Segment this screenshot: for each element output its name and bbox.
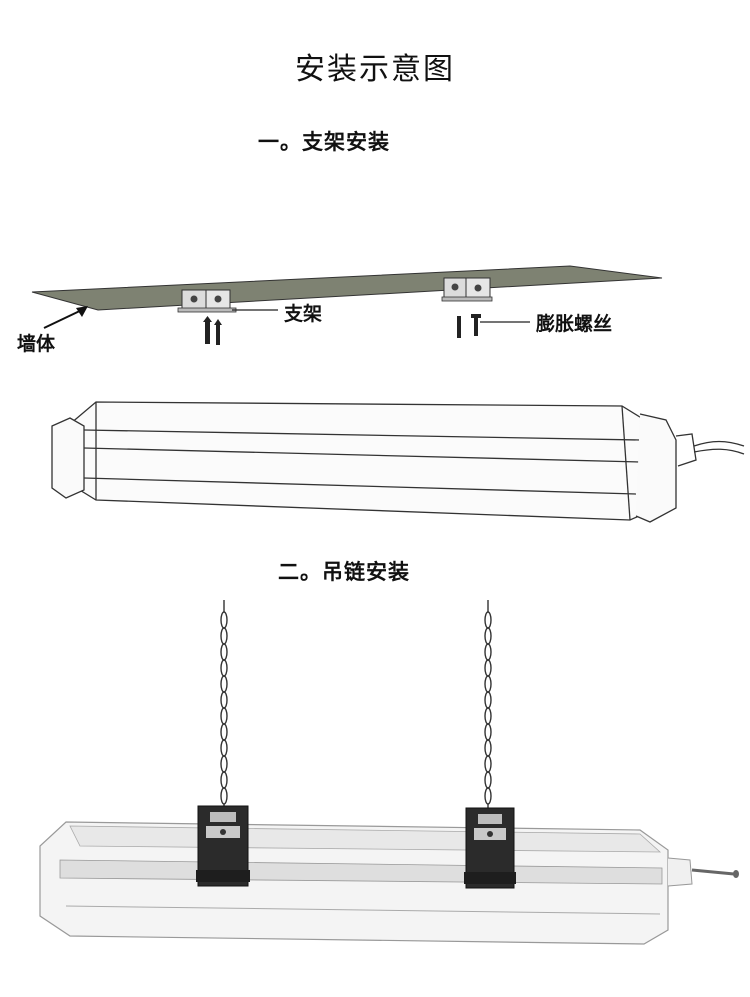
clip-right [464,807,516,889]
callout-wall: 墙体 [17,333,56,355]
bracket-left [177,289,237,313]
page-title: 安装示意图 [295,52,455,87]
section-heading-chain-install: 二。吊链安装 [278,560,410,584]
light-fixture-bracket-mounted [51,401,745,523]
bracket-right [441,277,493,302]
light-fixture-chain-hung [39,821,739,945]
expansion-screws-right [457,314,481,338]
expansion-screws-left [203,316,222,345]
wall-arrow [43,306,88,329]
chain-right [484,600,492,821]
section-heading-bracket-install: 一。支架安装 [258,130,390,154]
callout-expansion-screw: 膨胀螺丝 [536,313,613,335]
chain-left [220,600,229,823]
wall-surface [31,265,663,311]
clip-left [196,805,250,887]
callout-bracket: 支架 [284,303,323,325]
